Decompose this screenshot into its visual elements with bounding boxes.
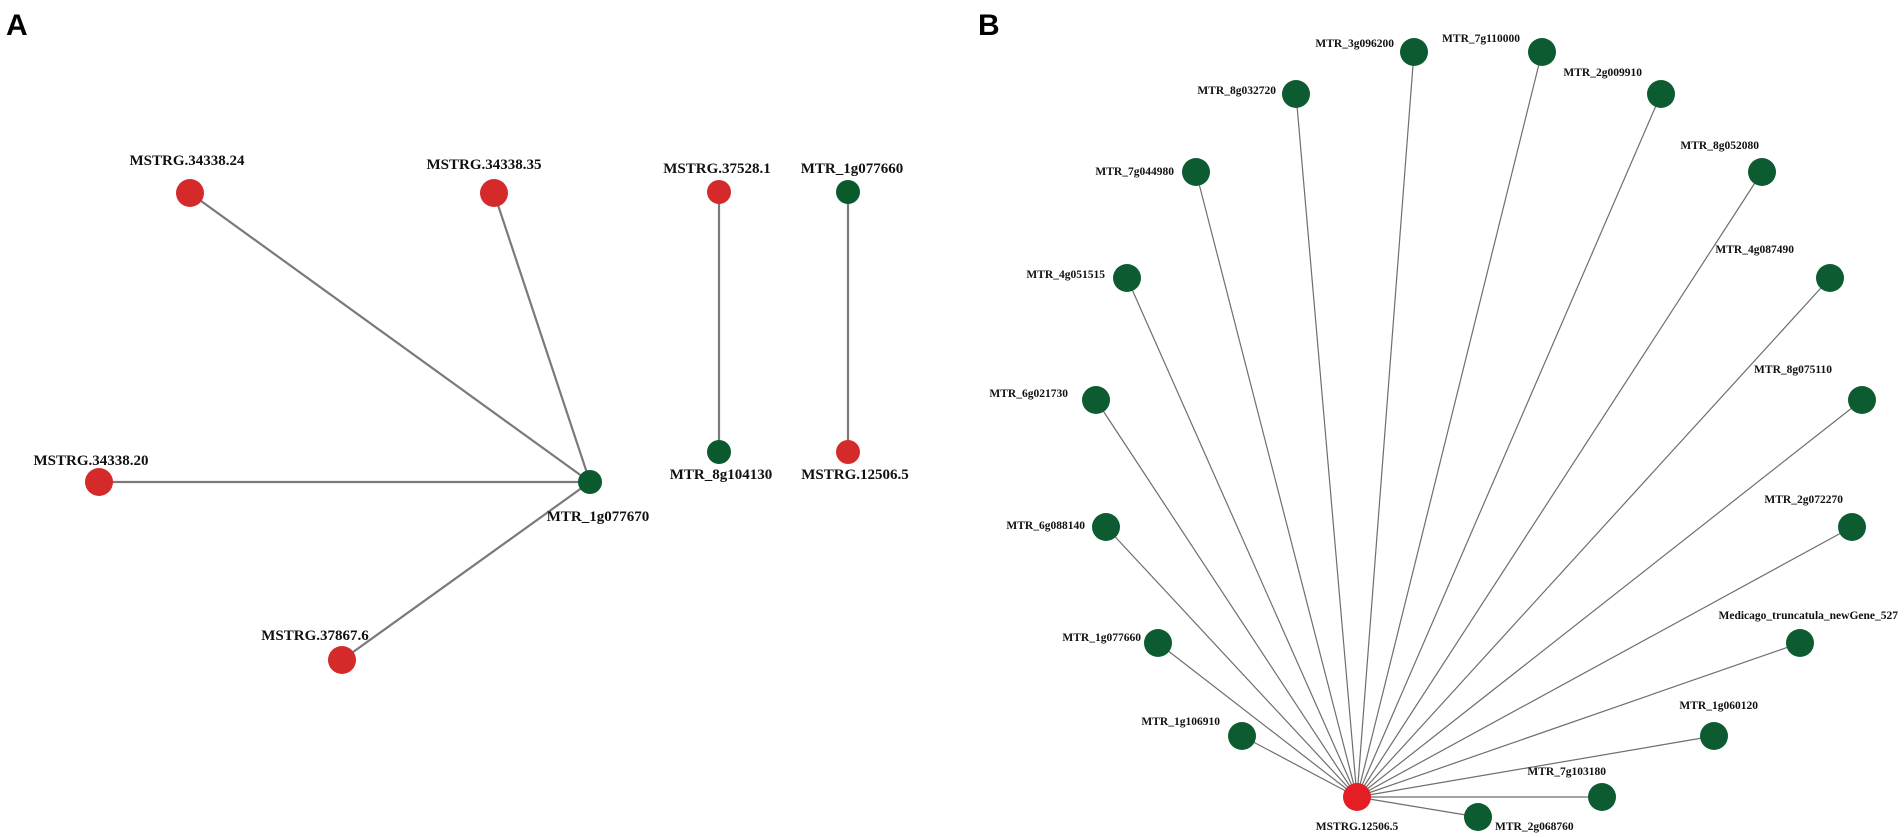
hub-node-mstrg-12506-5	[1343, 783, 1371, 811]
node-mtr-3g096200	[1400, 38, 1428, 66]
node-mstrg-34338-24	[176, 179, 204, 207]
node-label-mstrg-34338-20: MSTRG.34338.20	[33, 453, 148, 469]
node-label-mstrg-34338-35: MSTRG.34338.35	[426, 157, 541, 173]
node-mstrg-34338-20	[85, 468, 113, 496]
node-mtr-1g060120	[1700, 722, 1728, 750]
edge-hub-mtr-1g060120	[1356, 735, 1715, 798]
node-label-mtr-1g077660: MTR_1g077660	[1062, 632, 1141, 644]
node-mstrg-37867-6	[328, 646, 356, 674]
panel-b-edges	[1095, 51, 1863, 818]
edge-hub-mtr-2g072270	[1356, 526, 1853, 798]
node-medicago-truncatula-newgene-527	[1786, 629, 1814, 657]
panel-b-letter: B	[978, 9, 1000, 42]
node-label-mtr-6g088140: MTR_6g088140	[1006, 520, 1085, 532]
node-label-mstrg-37867-6: MSTRG.37867.6	[261, 628, 369, 644]
edge-hub-mtr-8g075110	[1356, 399, 1863, 798]
edge-mstrg-37867-6-mtr-1g077670	[341, 481, 591, 661]
node-label-mtr-4g051515: MTR_4g051515	[1026, 269, 1105, 281]
node-mtr-1g077660	[1144, 629, 1172, 657]
node-label-mtr-3g096200: MTR_3g096200	[1315, 38, 1394, 50]
edge-hub-mtr-1g106910	[1241, 735, 1358, 798]
edge-hub-mtr-7g044980	[1195, 171, 1358, 798]
node-label-mtr-1g060120: MTR_1g060120	[1679, 700, 1758, 712]
node-mtr-1g077660	[836, 180, 860, 204]
node-label-mtr-7g110000: MTR_7g110000	[1442, 33, 1520, 45]
edge-mstrg-34338-35-mtr-1g077670	[492, 192, 592, 483]
node-mstrg-37528-1	[707, 180, 731, 204]
node-label-mstrg-12506-5: MSTRG.12506.5	[801, 467, 909, 483]
node-mtr-7g044980	[1182, 158, 1210, 186]
panel-b-network: MTR_1g106910MTR_1g077660MTR_6g088140MTR_…	[989, 33, 1898, 833]
node-mtr-4g087490	[1816, 264, 1844, 292]
node-label-mtr-8g032720: MTR_8g032720	[1197, 85, 1276, 97]
node-mtr-7g110000	[1528, 38, 1556, 66]
panel-b-labels: MTR_1g106910MTR_1g077660MTR_6g088140MTR_…	[989, 33, 1898, 833]
node-label-mtr-4g087490: MTR_4g087490	[1715, 244, 1794, 256]
node-mtr-8g052080	[1748, 158, 1776, 186]
edge-hub-mtr-2g068760	[1356, 796, 1479, 818]
node-label-mtr-7g103180: MTR_7g103180	[1527, 766, 1606, 778]
edge-hub-mtr-4g087490	[1356, 277, 1831, 798]
edge-hub-mtr-8g052080	[1356, 171, 1763, 798]
edge-hub-mtr-4g051515	[1126, 277, 1358, 798]
panel-a-nodes	[85, 179, 860, 674]
node-mtr-2g068760	[1464, 803, 1492, 831]
node-label-mstrg-37528-1: MSTRG.37528.1	[663, 161, 771, 177]
node-mtr-1g106910	[1228, 722, 1256, 750]
node-mtr-6g021730	[1082, 386, 1110, 414]
node-label-mstrg-34338-24: MSTRG.34338.24	[129, 153, 245, 169]
edge-hub-mtr-8g032720	[1295, 93, 1358, 798]
panel-a-edges	[99, 192, 850, 661]
panel-a-labels: MSTRG.34338.24 MSTRG.34338.35MSTRG.34338.…	[33, 153, 908, 644]
node-label-mtr-1g077670: MTR_1g077670	[547, 509, 650, 525]
node-label-mtr-6g021730: MTR_6g021730	[989, 388, 1068, 400]
node-mtr-8g104130	[707, 440, 731, 464]
panel-b-nodes	[1082, 38, 1876, 831]
edge-hub-medicago-truncatula-newgene-527	[1356, 642, 1801, 798]
node-mtr-7g103180	[1588, 783, 1616, 811]
edge-hub-mtr-6g021730	[1095, 399, 1358, 798]
node-mtr-8g075110	[1848, 386, 1876, 414]
node-label-mtr-1g077660: MTR_1g077660	[801, 161, 904, 177]
edge-hub-mtr-7g110000	[1356, 51, 1543, 798]
edge-mstrg-34338-24-mtr-1g077670	[189, 192, 591, 483]
node-label-medicago-truncatula-newgene-527: Medicago_truncatula_newGene_527	[1718, 610, 1898, 622]
hub-node-label: MSTRG.12506.5	[1316, 821, 1399, 833]
node-mtr-4g051515	[1113, 264, 1141, 292]
node-label-mtr-2g072270: MTR_2g072270	[1764, 494, 1843, 506]
node-mtr-6g088140	[1092, 513, 1120, 541]
node-label-mtr-2g068760: MTR_2g068760	[1495, 821, 1574, 833]
panel-a-network: MSTRG.34338.24 MSTRG.34338.35MSTRG.34338.…	[33, 153, 909, 674]
node-mstrg-34338-35	[480, 179, 508, 207]
node-label-mtr-2g009910: MTR_2g009910	[1563, 67, 1642, 79]
node-label-mtr-7g044980: MTR_7g044980	[1095, 166, 1174, 178]
node-label-mtr-8g075110: MTR_8g075110	[1754, 364, 1832, 376]
node-mtr-2g009910	[1647, 80, 1675, 108]
edge-hub-mtr-3g096200	[1356, 51, 1415, 798]
node-label-mtr-1g106910: MTR_1g106910	[1141, 716, 1220, 728]
node-mtr-1g077670	[578, 470, 602, 494]
edge-hub-mtr-1g077660	[1157, 642, 1358, 798]
node-label-mtr-8g104130: MTR_8g104130	[670, 467, 773, 483]
node-label-mtr-8g052080: MTR_8g052080	[1680, 140, 1759, 152]
edge-hub-mtr-2g009910	[1356, 93, 1662, 798]
panel-a-letter: A	[6, 9, 28, 42]
node-mtr-8g032720	[1282, 80, 1310, 108]
edge-hub-mtr-6g088140	[1105, 526, 1358, 798]
node-mstrg-12506-5	[836, 440, 860, 464]
node-mtr-2g072270	[1838, 513, 1866, 541]
